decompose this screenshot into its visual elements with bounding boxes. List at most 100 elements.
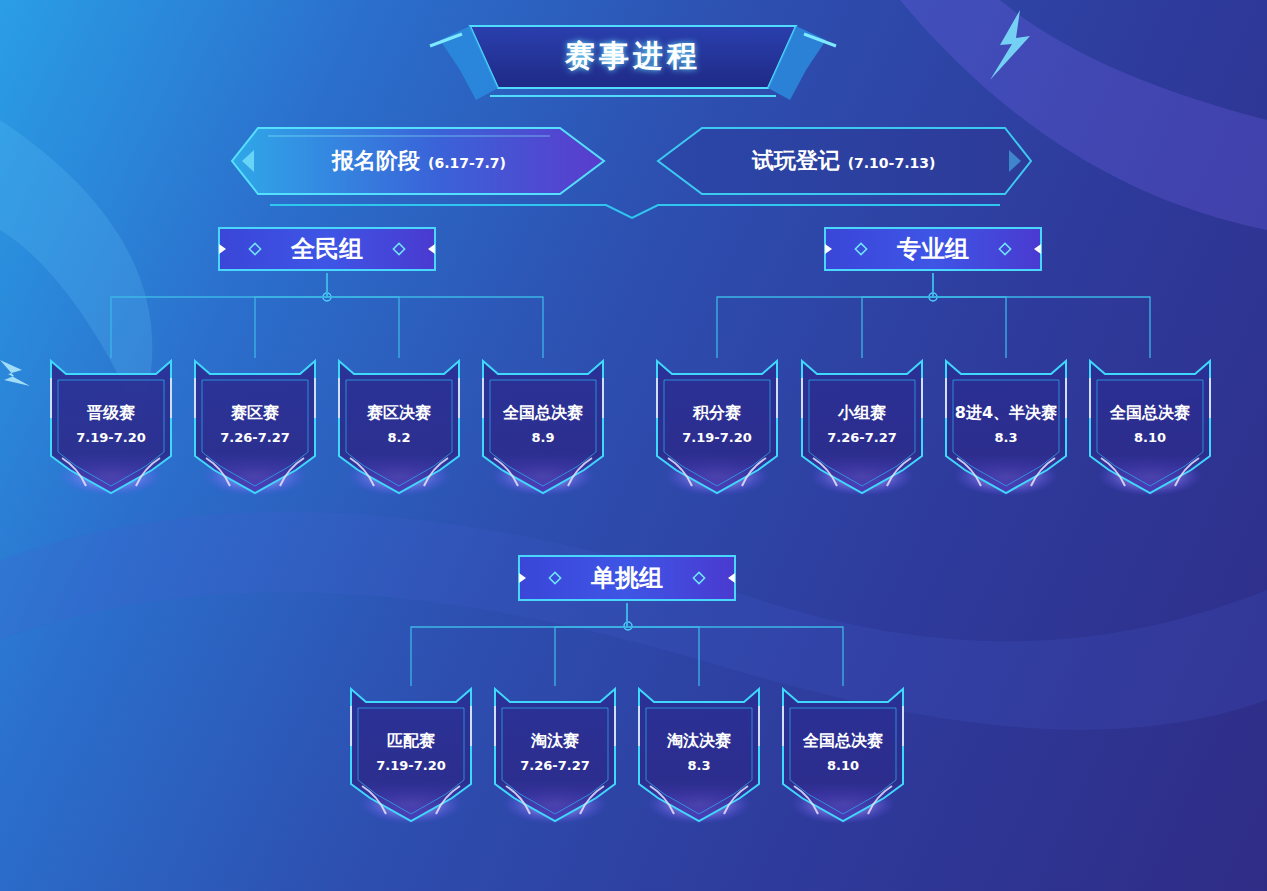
shield-shape	[657, 361, 777, 493]
shield-shape	[339, 361, 459, 493]
stage-shield: 淘汰决赛8.3	[636, 686, 762, 823]
shield-shape	[783, 689, 903, 821]
shield-inner	[790, 708, 896, 814]
stage-shield: 匹配赛7.19-7.20	[348, 686, 474, 823]
shield-flame	[1090, 378, 1210, 486]
node-name: 单挑组	[591, 562, 663, 594]
stage-shield: 晋级赛7.19-7.20	[48, 358, 174, 495]
shield-outline	[192, 358, 318, 495]
node-date: 7.26-7.27	[827, 430, 897, 445]
tree-connector	[411, 603, 627, 686]
group-label: 专业组	[823, 225, 1043, 273]
label-notch	[728, 573, 735, 583]
node-date: 8.3	[687, 758, 710, 773]
banner-text: 试玩登记(7.10-7.13)	[752, 146, 936, 176]
shield-text: 赛区决赛 8.2	[367, 403, 431, 445]
label-diamond	[999, 243, 1010, 254]
label-shape	[219, 228, 435, 270]
node-name: 小组赛	[838, 403, 886, 424]
node-name: 匹配赛	[387, 731, 435, 752]
shield-outline	[799, 358, 925, 495]
label-notch	[219, 244, 226, 254]
node-date: 8.10	[827, 758, 859, 773]
node-date: (6.17-7.7)	[428, 155, 506, 171]
shield-shape	[51, 361, 171, 493]
node-name: 8进4、半决赛	[955, 403, 1057, 424]
tree-connector	[627, 603, 843, 686]
shield-shape	[1090, 361, 1210, 493]
banner-shape	[232, 128, 604, 194]
stage-shield: 全国总决赛 8.9	[480, 358, 606, 495]
shield-flame	[351, 706, 471, 814]
shield-outline	[1087, 358, 1213, 495]
lightning	[0, 360, 30, 386]
label-notch	[519, 573, 526, 583]
shield-outline	[943, 358, 1069, 495]
shield-outline	[480, 358, 606, 495]
node-name: 全国总决赛	[503, 403, 583, 424]
shield-flame	[783, 706, 903, 814]
label-notch	[825, 244, 832, 254]
node-name: 淘汰赛	[531, 731, 579, 752]
group-label: 全民组	[217, 225, 437, 273]
shield-inner	[953, 380, 1059, 486]
shield-text: 晋级赛7.19-7.20	[76, 403, 146, 445]
shield-outline	[780, 686, 906, 823]
node-date: 7.19-7.20	[682, 430, 752, 445]
stage-shield: 积分赛 7.19-7.20	[654, 358, 780, 495]
stage-shield: 赛区决赛 8.2	[336, 358, 462, 495]
shield-inner	[346, 380, 452, 486]
shield-flame	[946, 378, 1066, 486]
label-diamond	[393, 243, 404, 254]
shield-text: 全国总决赛 8.10	[1110, 403, 1190, 445]
stage-shield: 小组赛 7.26-7.27	[799, 358, 925, 495]
shield-inner	[809, 380, 915, 486]
label-notch	[1034, 244, 1041, 254]
stage-shield: 全国总决赛8.10	[780, 686, 906, 823]
banner-text: 全民组	[291, 233, 363, 265]
phase-banner: 报名阶段(6.17-7.7)	[228, 122, 610, 200]
shield-text: 淘汰赛 7.26-7.27	[520, 731, 590, 773]
banner-edge	[268, 136, 550, 137]
node-date: 7.26-7.27	[520, 758, 590, 773]
swoosh	[900, 0, 1267, 230]
node-date: 8.2	[387, 430, 410, 445]
node-date: 8.10	[1134, 430, 1166, 445]
shield-text: 全国总决赛 8.9	[503, 403, 583, 445]
stage-shield: 8进4、半决赛8.3	[943, 358, 1069, 495]
shield-outline	[636, 686, 762, 823]
node-name: 全国总决赛	[1110, 403, 1190, 424]
node-name: 赛区决赛	[367, 403, 431, 424]
title-banner	[430, 26, 836, 100]
shield-inner	[664, 380, 770, 486]
banner-shape	[658, 128, 1031, 194]
shield-inner	[58, 380, 164, 486]
stage-shield: 全国总决赛 8.10	[1087, 358, 1213, 495]
shield-outline	[48, 358, 174, 495]
node-name: 晋级赛	[87, 403, 135, 424]
node-date: 7.26-7.27	[220, 430, 290, 445]
shield-outline	[336, 358, 462, 495]
shield-flame	[51, 378, 171, 486]
node-name: 积分赛	[693, 403, 741, 424]
stage-shield: 淘汰赛 7.26-7.27	[492, 686, 618, 823]
shield-outline	[492, 686, 618, 823]
shield-outline	[348, 686, 474, 823]
swoosh	[0, 512, 1267, 730]
tree-connector	[862, 273, 933, 358]
shield-text: 8进4、半决赛8.3	[955, 403, 1057, 445]
shield-text: 全国总决赛8.10	[803, 731, 883, 773]
tree-connector	[717, 273, 933, 358]
tree-connector	[933, 273, 1006, 358]
node-name: 试玩登记	[752, 146, 840, 176]
label-diamond	[249, 243, 260, 254]
shield-flame	[639, 706, 759, 814]
node-name: 专业组	[897, 233, 969, 265]
banner-underline	[270, 205, 1000, 218]
banner-text: 单挑组	[591, 562, 663, 594]
node-date: 8.9	[531, 430, 554, 445]
tree-connector	[111, 273, 327, 358]
title-text: 赛事进程	[433, 30, 833, 82]
